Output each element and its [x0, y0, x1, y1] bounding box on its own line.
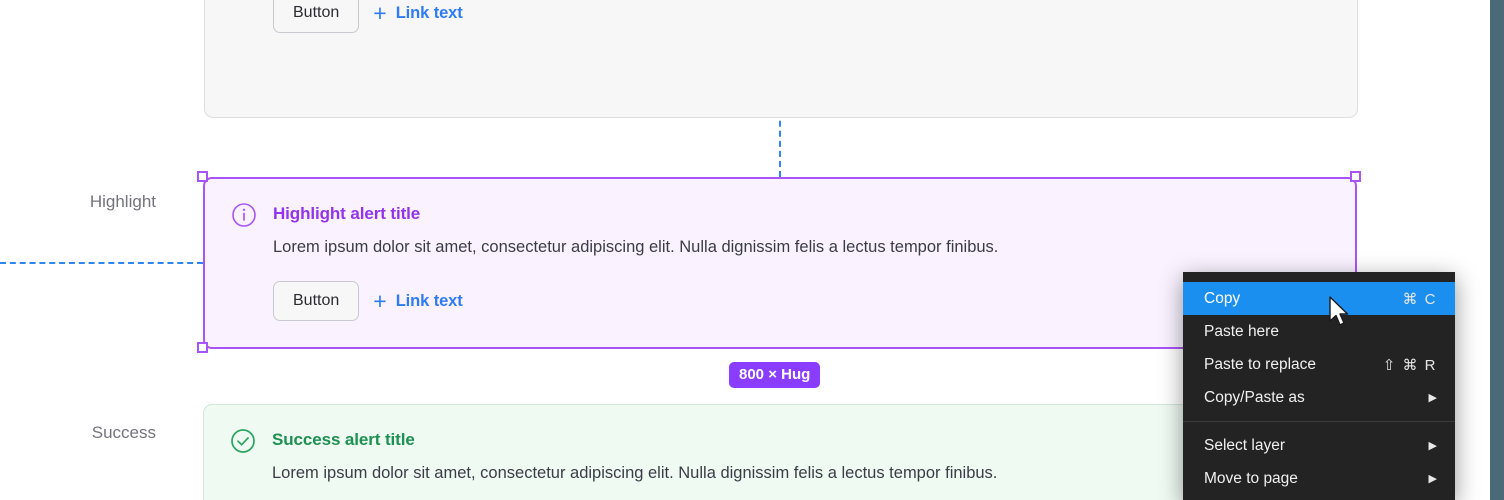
submenu-arrow-icon: ▶ — [1428, 440, 1437, 452]
menu-item-paste-here[interactable]: Paste here — [1183, 315, 1455, 348]
menu-item-label: Copy/Paste as — [1204, 388, 1305, 406]
size-badge: 800 × Hug — [729, 362, 821, 388]
alert-actions: Button + Link text — [273, 0, 1331, 33]
selection-handle-top-left[interactable] — [197, 171, 208, 182]
menu-item-shortcut: ⌘ C — [1402, 290, 1437, 308]
alert-link[interactable]: + Link text — [373, 287, 463, 314]
info-circle-icon — [231, 202, 257, 228]
menu-item-move-to-page[interactable]: Move to page ▶ — [1183, 462, 1455, 495]
check-circle-icon — [230, 428, 256, 454]
alert-title: Success alert title — [272, 430, 415, 449]
menu-item-label: Copy — [1204, 289, 1241, 307]
alert-link-label: Link text — [395, 3, 463, 22]
horizontal-alignment-guide — [0, 262, 203, 264]
alert-default[interactable]: Lorem ipsum dolor sit amet, consectetur … — [204, 0, 1358, 118]
selection-handle-bottom-left[interactable] — [197, 342, 208, 353]
menu-item-label: Paste to replace — [1204, 355, 1317, 373]
plus-icon: + — [373, 287, 387, 314]
menu-item-label: Paste here — [1204, 322, 1279, 340]
menu-item-label: Move to page — [1204, 469, 1298, 487]
alert-button[interactable]: Button — [273, 281, 360, 321]
menu-item-shortcut: ⇧ ⌘ R — [1382, 356, 1437, 374]
alert-button[interactable]: Button — [273, 0, 360, 33]
menu-item-paste-to-replace[interactable]: Paste to replace ⇧ ⌘ R — [1183, 348, 1455, 381]
context-menu[interactable]: Copy ⌘ C Paste here Paste to replace ⇧ ⌘… — [1183, 272, 1455, 500]
row-label-success: Success — [91, 423, 156, 442]
menu-item-copy[interactable]: Copy ⌘ C — [1183, 282, 1455, 315]
alert-highlight[interactable]: Highlight alert title Lorem ipsum dolor … — [203, 177, 1357, 349]
plus-icon: + — [373, 0, 387, 26]
alert-body-text: Lorem ipsum dolor sit amet, consectetur … — [273, 238, 999, 256]
alert-actions: Button + Link text — [273, 281, 1329, 321]
alert-body-text: Lorem ipsum dolor sit amet, consectetur … — [272, 464, 998, 482]
alert-link[interactable]: + Link text — [373, 0, 463, 26]
menu-item-copy-paste-as[interactable]: Copy/Paste as ▶ — [1183, 381, 1455, 414]
menu-item-select-layer[interactable]: Select layer ▶ — [1183, 429, 1455, 462]
selection-handle-top-right[interactable] — [1350, 171, 1361, 182]
menu-separator — [1183, 421, 1455, 422]
row-label-highlight: Highlight — [89, 192, 156, 211]
alert-link-label: Link text — [395, 291, 463, 310]
alert-success[interactable]: Success alert title Lorem ipsum dolor si… — [203, 404, 1357, 500]
submenu-arrow-icon: ▶ — [1428, 392, 1437, 404]
right-edge-strip — [1490, 0, 1504, 500]
menu-item-label: Select layer — [1204, 436, 1285, 454]
alert-title: Highlight alert title — [273, 204, 421, 223]
submenu-arrow-icon: ▶ — [1428, 473, 1437, 485]
